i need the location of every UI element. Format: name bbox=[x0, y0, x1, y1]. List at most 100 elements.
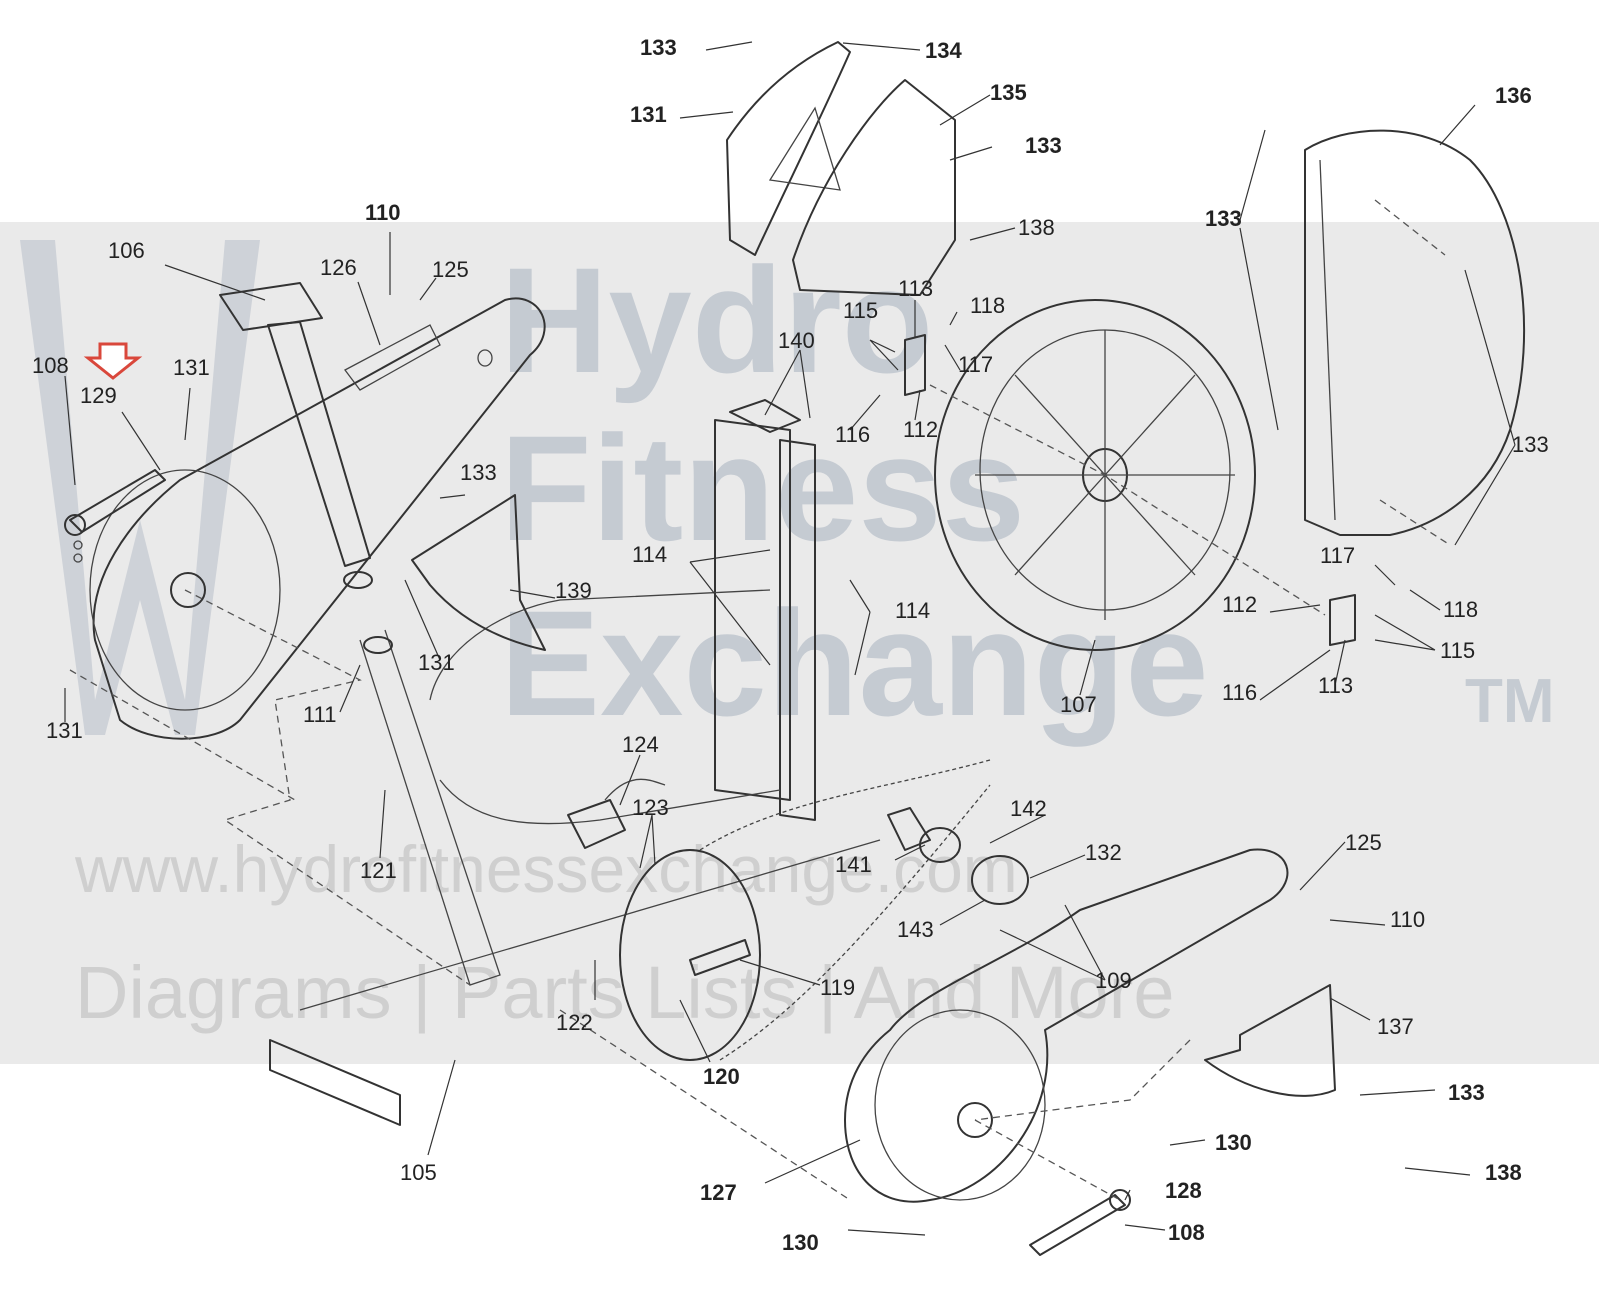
watermark-brand-line1: Hydro bbox=[500, 236, 933, 404]
watermark-brand-line2: Fitness bbox=[500, 404, 1025, 572]
highlight-arrow-icon bbox=[83, 342, 143, 380]
cover-139 bbox=[411, 494, 546, 651]
part-callout-140: 140 bbox=[778, 328, 815, 353]
part-callout-131: 131 bbox=[46, 718, 83, 743]
part-callout-114: 114 bbox=[895, 598, 930, 623]
part-callout-129: 129 bbox=[80, 383, 117, 408]
parts-drawing bbox=[64, 41, 1526, 1256]
part-callout-108: 108 bbox=[32, 353, 69, 378]
part-callout-138: 138 bbox=[1485, 1160, 1522, 1185]
watermark-logo-icon bbox=[20, 240, 260, 735]
part-callout-109: 109 bbox=[1095, 968, 1132, 993]
part-callout-115: 115 bbox=[843, 298, 878, 323]
assembly-line-right bbox=[974, 1039, 1191, 1201]
upright-left bbox=[714, 419, 791, 801]
left-chainguard-rim bbox=[89, 469, 281, 711]
part-callout-106: 106 bbox=[108, 238, 145, 263]
part-callout-130: 130 bbox=[1215, 1130, 1252, 1155]
main-tube bbox=[359, 629, 501, 986]
bracket-113-lower bbox=[1329, 594, 1356, 646]
cover-134-window bbox=[768, 106, 841, 191]
part-callout-133: 133 bbox=[640, 35, 677, 60]
part-callout-111: 111 bbox=[303, 702, 336, 727]
part-callout-124: 124 bbox=[622, 732, 659, 757]
part-callout-142: 142 bbox=[1010, 796, 1047, 821]
part-callout-114: 114 bbox=[632, 542, 667, 567]
part-callout-117: 117 bbox=[1320, 543, 1355, 568]
cover-136 bbox=[1304, 129, 1526, 536]
frame-tube-lower bbox=[439, 779, 781, 825]
chainguard-bracket bbox=[344, 324, 441, 391]
upright-right bbox=[779, 439, 816, 821]
part-callout-133: 133 bbox=[1205, 206, 1242, 231]
part-callout-139: 139 bbox=[555, 578, 592, 603]
part-callout-130: 130 bbox=[782, 1230, 819, 1255]
part-callout-133: 133 bbox=[460, 460, 497, 485]
part-callout-120: 120 bbox=[703, 1064, 740, 1089]
part-callout-136: 136 bbox=[1495, 83, 1532, 108]
part-callout-122: 122 bbox=[556, 1010, 593, 1035]
part-callout-131: 131 bbox=[630, 102, 667, 127]
watermark: Hydro Fitness Exchange TM www.hydrofitne… bbox=[0, 222, 1599, 1064]
axle-sleeve bbox=[887, 807, 931, 851]
part-callout-107: 107 bbox=[1060, 692, 1097, 717]
part-callout-115: 115 bbox=[1440, 638, 1475, 663]
part-callout-112: 112 bbox=[1222, 592, 1257, 617]
watermark-url: www.hydrofitnessexchange.com bbox=[74, 832, 1018, 906]
part-callout-131: 131 bbox=[418, 650, 455, 675]
right-chainguard-rim bbox=[874, 1009, 1046, 1201]
sensor-wire bbox=[604, 778, 666, 801]
part-callout-113: 113 bbox=[898, 276, 933, 301]
left-chainguard-hub bbox=[170, 572, 206, 608]
leader-paths bbox=[64, 41, 1516, 1236]
watermark-brand-line3: Exchange bbox=[500, 579, 1209, 747]
part-callout-128: 128 bbox=[1165, 1178, 1202, 1203]
part-callout-119: 119 bbox=[820, 975, 855, 1000]
watermark-band bbox=[0, 222, 1599, 1064]
part-callout-118: 118 bbox=[1443, 597, 1478, 622]
part-callout-141: 141 bbox=[835, 852, 872, 877]
chainguard-hole bbox=[477, 349, 493, 367]
seat-plate bbox=[219, 282, 323, 331]
frame-tube-upper bbox=[429, 589, 771, 701]
part-callout-125: 125 bbox=[1345, 830, 1382, 855]
crank-axle-119 bbox=[689, 939, 751, 976]
right-crank-boss bbox=[1109, 1189, 1131, 1211]
part-callout-108: 108 bbox=[1168, 1220, 1205, 1245]
left-crank-washer bbox=[73, 553, 83, 563]
assembly-line-cover bbox=[1374, 199, 1451, 546]
part-callout-112: 112 bbox=[903, 417, 938, 442]
part-callout-110: 110 bbox=[1390, 907, 1425, 932]
frame-tube-base bbox=[299, 839, 881, 1011]
part-callout-121: 121 bbox=[360, 858, 397, 883]
seat-tube-top bbox=[343, 571, 373, 589]
watermark-trademark: TM bbox=[1465, 667, 1555, 736]
assembly-line-flywheel bbox=[929, 384, 1326, 616]
left-crank-nut bbox=[73, 540, 83, 550]
base-foot-front bbox=[269, 1039, 401, 1126]
part-callout-133: 133 bbox=[1025, 133, 1062, 158]
assembly-line-base bbox=[69, 669, 851, 1201]
main-tube-top bbox=[363, 636, 393, 654]
cover-136-inner bbox=[1319, 159, 1336, 521]
seat-post bbox=[267, 321, 371, 567]
part-callout-116: 116 bbox=[835, 422, 870, 447]
cover-137 bbox=[1204, 984, 1336, 1097]
part-callout-105: 105 bbox=[400, 1160, 437, 1185]
part-callout-127: 127 bbox=[700, 1180, 737, 1205]
upright-cap bbox=[729, 399, 801, 433]
part-callout-116: 116 bbox=[1222, 680, 1257, 705]
right-chainguard-hub bbox=[957, 1102, 993, 1138]
right-crank bbox=[1029, 1194, 1126, 1256]
part-callout-125: 125 bbox=[432, 257, 469, 282]
part-callout-113: 113 bbox=[1318, 673, 1353, 698]
part-callout-131: 131 bbox=[173, 355, 210, 380]
part-callout-138: 138 bbox=[1018, 215, 1055, 240]
leader-lines bbox=[64, 41, 1516, 1236]
chain bbox=[699, 759, 991, 1061]
part-callout-133: 133 bbox=[1512, 432, 1549, 457]
chainwheel bbox=[619, 849, 761, 1061]
part-callout-137: 137 bbox=[1377, 1014, 1414, 1039]
